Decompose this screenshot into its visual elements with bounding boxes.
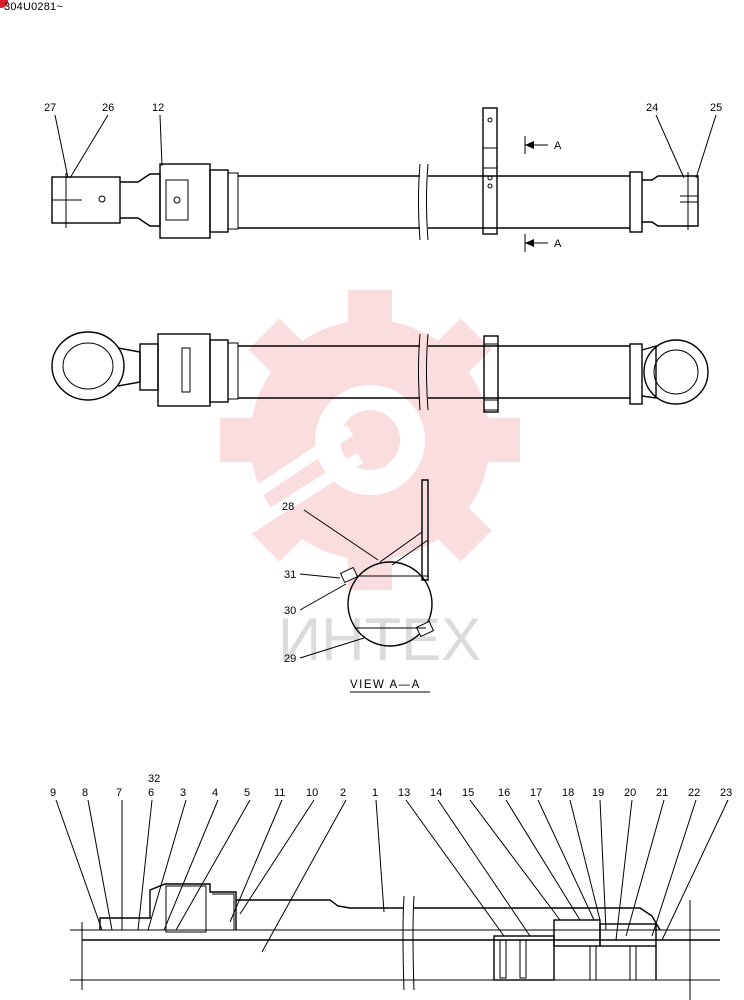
- callout-leaders-top: [54, 114, 717, 179]
- watermark-logo: [220, 290, 520, 590]
- callout-28: 28: [282, 501, 294, 513]
- cylinder-top-view: [51, 107, 699, 241]
- callout-17: 17: [530, 787, 542, 799]
- callout-32: 32: [148, 773, 160, 785]
- callout-19: 19: [592, 787, 604, 799]
- callout-20: 20: [624, 787, 636, 799]
- callout-27: 27: [44, 102, 56, 114]
- callout-leaders-bottom: [55, 799, 729, 953]
- callout-16: 16: [498, 787, 510, 799]
- callout-22: 22: [688, 787, 700, 799]
- callout-31: 31: [284, 569, 296, 581]
- callout-24: 24: [646, 102, 658, 114]
- callout-18: 18: [562, 787, 574, 799]
- callout-2: 2: [340, 787, 346, 799]
- drawing-code: 304U0281~: [4, 1, 63, 13]
- callout-11: 11: [274, 787, 285, 799]
- corner-badge: [0, 0, 8, 8]
- section-arrow-lower: [524, 234, 548, 252]
- callout-29: 29: [284, 653, 296, 665]
- callout-7: 7: [116, 787, 122, 799]
- callout-13: 13: [398, 787, 410, 799]
- callout-3: 3: [180, 787, 186, 799]
- callout-21: 21: [656, 787, 668, 799]
- callout-5: 5: [244, 787, 250, 799]
- callout-15: 15: [462, 787, 474, 799]
- callout-30: 30: [284, 605, 296, 617]
- cylinder-section-view: [70, 883, 720, 1000]
- callout-12: 12: [152, 102, 164, 114]
- callout-6: 6: [148, 787, 154, 799]
- callout-4: 4: [212, 787, 218, 799]
- callout-1: 1: [372, 787, 378, 799]
- callout-14: 14: [430, 787, 442, 799]
- callout-23: 23: [720, 787, 732, 799]
- callout-9: 9: [50, 787, 56, 799]
- view-title: VIEW A—A: [350, 679, 421, 691]
- callout-25: 25: [710, 102, 722, 114]
- callout-26: 26: [102, 102, 114, 114]
- section-arrow-upper: [524, 136, 548, 154]
- section-label-lower: A: [554, 238, 562, 250]
- watermark-text: ИНТЕХ: [278, 606, 481, 673]
- section-label-upper: A: [554, 140, 562, 152]
- callout-8: 8: [82, 787, 88, 799]
- cylinder-side-view: [51, 331, 709, 413]
- view-a-a-detail: [299, 479, 435, 659]
- callout-10: 10: [306, 787, 318, 799]
